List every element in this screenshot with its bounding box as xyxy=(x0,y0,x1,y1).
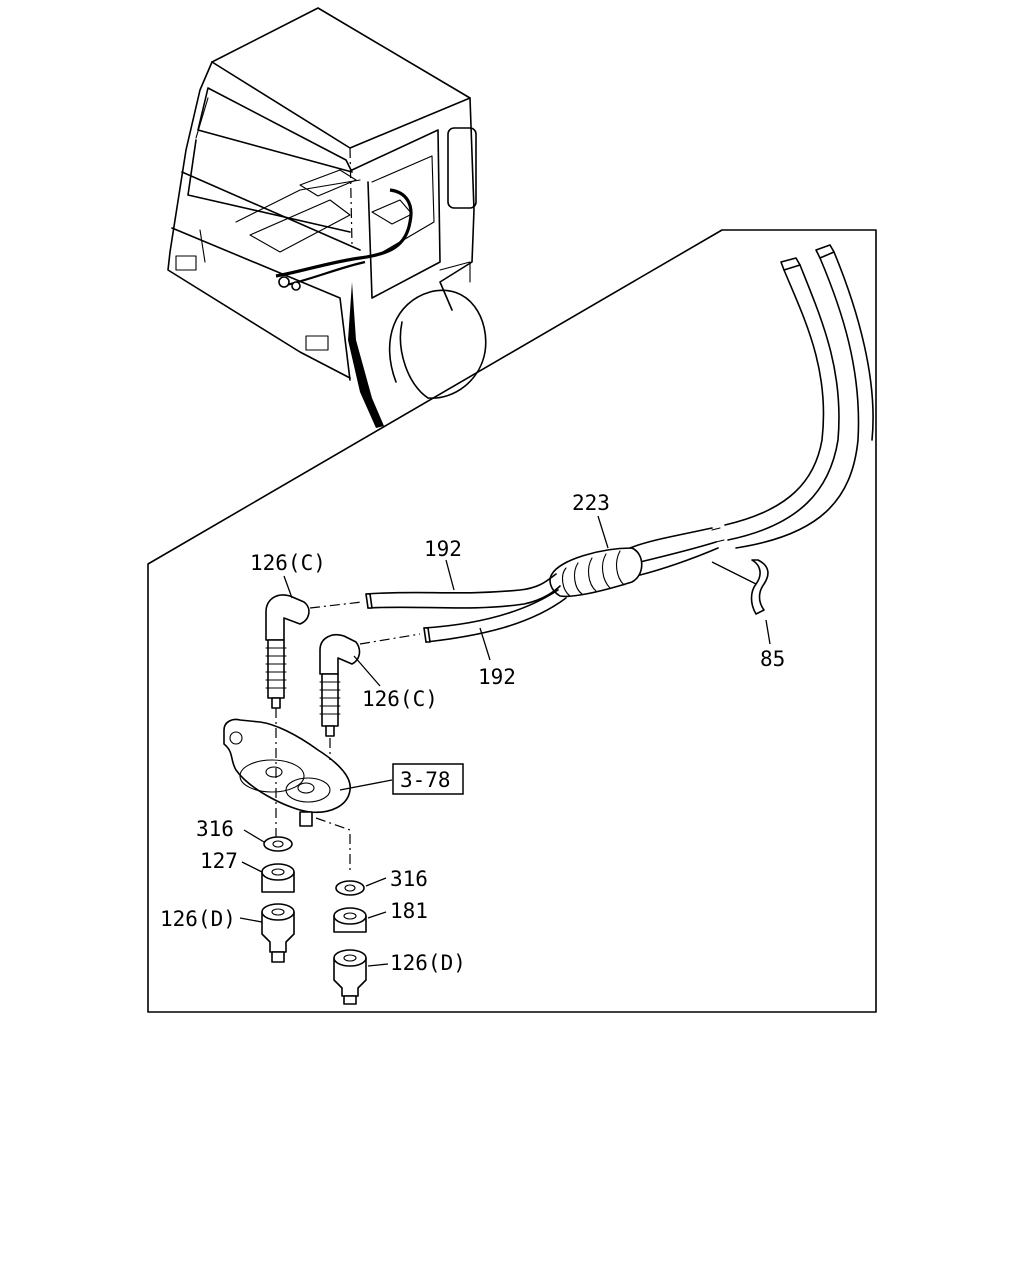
terminal-126d-right xyxy=(333,949,367,1005)
reference-box-3-78 xyxy=(392,763,464,795)
connector-126c-left xyxy=(265,594,310,709)
washer-316-right xyxy=(335,880,365,896)
callout-192-upper: 192 xyxy=(424,537,462,561)
truck-cab-illustration xyxy=(167,7,487,428)
nut-127 xyxy=(261,863,295,893)
callout-127: 127 xyxy=(200,849,238,873)
washer-316-left xyxy=(263,836,293,852)
callout-192-lower: 192 xyxy=(478,665,516,689)
callout-316-right: 316 xyxy=(390,867,428,891)
terminal-126d-left xyxy=(261,903,295,963)
bracket-3-78 xyxy=(223,718,351,827)
callout-223: 223 xyxy=(572,491,610,515)
callout-126c-right: 126(C) xyxy=(362,687,438,711)
callout-316-left: 316 xyxy=(196,817,234,841)
cable-assembly-223 xyxy=(365,244,874,643)
connector-126c-right xyxy=(319,634,361,737)
callout-181: 181 xyxy=(390,899,428,923)
detail-frame xyxy=(147,229,877,1013)
callout-126c-left: 126(C) xyxy=(250,551,326,575)
clamp-85 xyxy=(750,559,769,615)
callout-126d-right: 126(D) xyxy=(390,951,466,975)
callout-85: 85 xyxy=(760,647,785,671)
nut-181 xyxy=(333,907,367,933)
callout-3-78: 3-78 xyxy=(400,768,451,792)
callout-126d-left: 126(D) xyxy=(160,907,236,931)
